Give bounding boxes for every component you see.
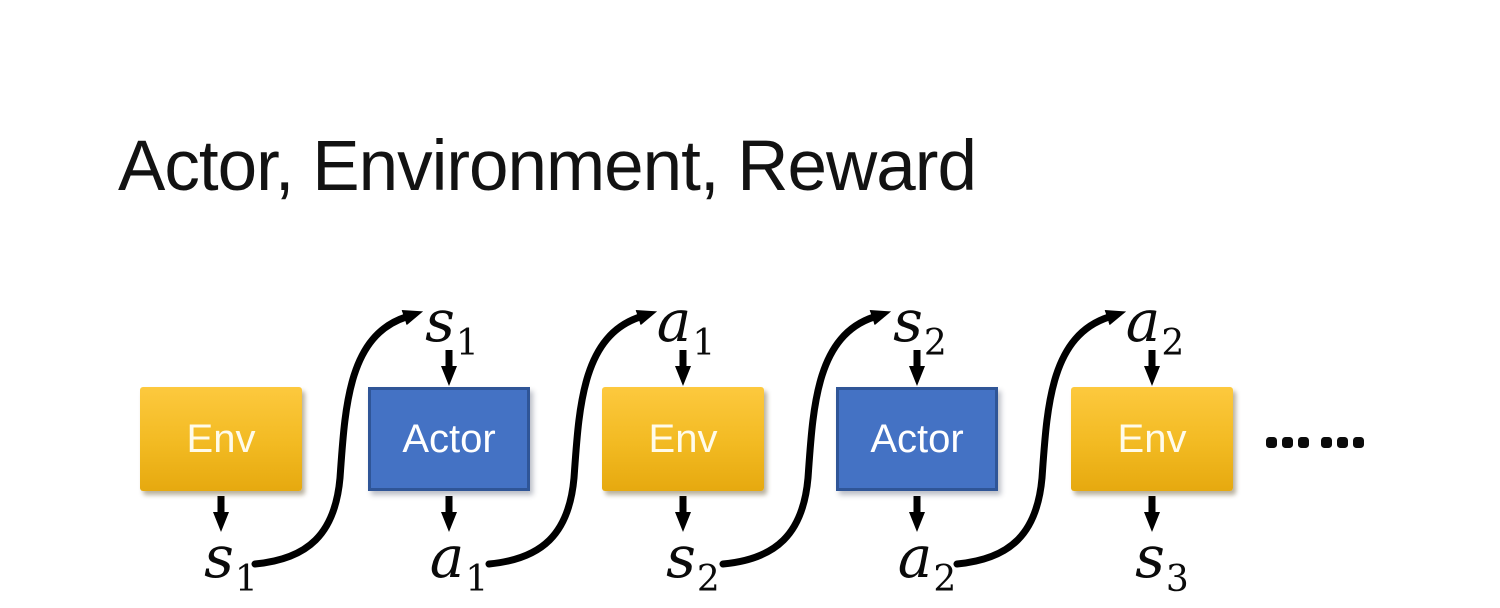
box-env-3: Env: [1071, 387, 1233, 491]
box-actor-2: Actor: [836, 387, 998, 491]
label-s1-top: s1: [425, 287, 479, 364]
dot: [1282, 437, 1293, 448]
box-actor-1-label: Actor: [402, 417, 496, 461]
box-env-3-label: Env: [1117, 417, 1187, 461]
label-a2-top: a2: [1125, 287, 1185, 364]
dot: [1337, 437, 1348, 448]
box-env-1: Env: [140, 387, 302, 491]
box-env-1-label: Env: [186, 417, 256, 461]
label-a1-top: a1: [656, 287, 716, 364]
label-s3-bottom: s3: [1135, 523, 1189, 600]
continuation-dots: [1266, 437, 1369, 448]
box-env-2: Env: [602, 387, 764, 491]
label-a1-bottom: a1: [429, 523, 489, 600]
label-s2-bottom: s2: [666, 523, 720, 600]
label-a2-bottom: a2: [897, 523, 957, 600]
dot: [1321, 437, 1332, 448]
box-actor-1: Actor: [368, 387, 530, 491]
dot: [1266, 437, 1277, 448]
box-env-2-label: Env: [648, 417, 718, 461]
dot: [1298, 437, 1309, 448]
box-actor-2-label: Actor: [870, 417, 964, 461]
slide-title: Actor, Environment, Reward: [118, 127, 977, 206]
dot: [1353, 437, 1364, 448]
label-s1-bottom: s1: [204, 523, 258, 600]
label-s2-top: s2: [893, 287, 947, 364]
